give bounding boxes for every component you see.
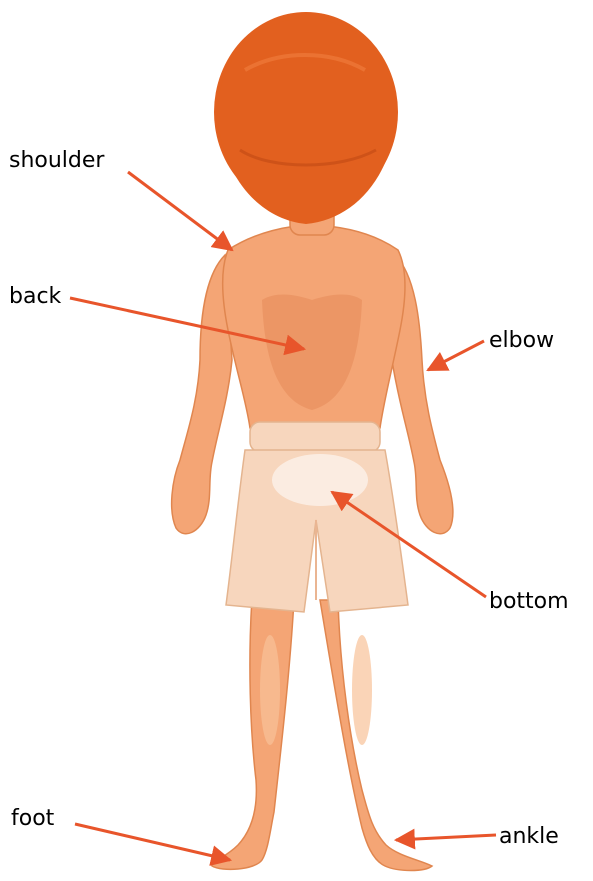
arrow-shoulder (128, 172, 232, 250)
torso (223, 225, 405, 428)
label-bottom: bottom (489, 591, 569, 613)
legs (212, 598, 432, 871)
shorts (226, 422, 408, 612)
arrow-foot (75, 824, 230, 860)
arrow-elbow (428, 341, 484, 370)
arrow-ankle (396, 835, 496, 840)
label-ankle: ankle (499, 826, 559, 848)
label-foot: foot (11, 808, 54, 830)
label-shoulder: shoulder (9, 150, 104, 172)
label-elbow: elbow (489, 330, 554, 352)
head (214, 12, 398, 235)
label-back: back (9, 286, 61, 308)
